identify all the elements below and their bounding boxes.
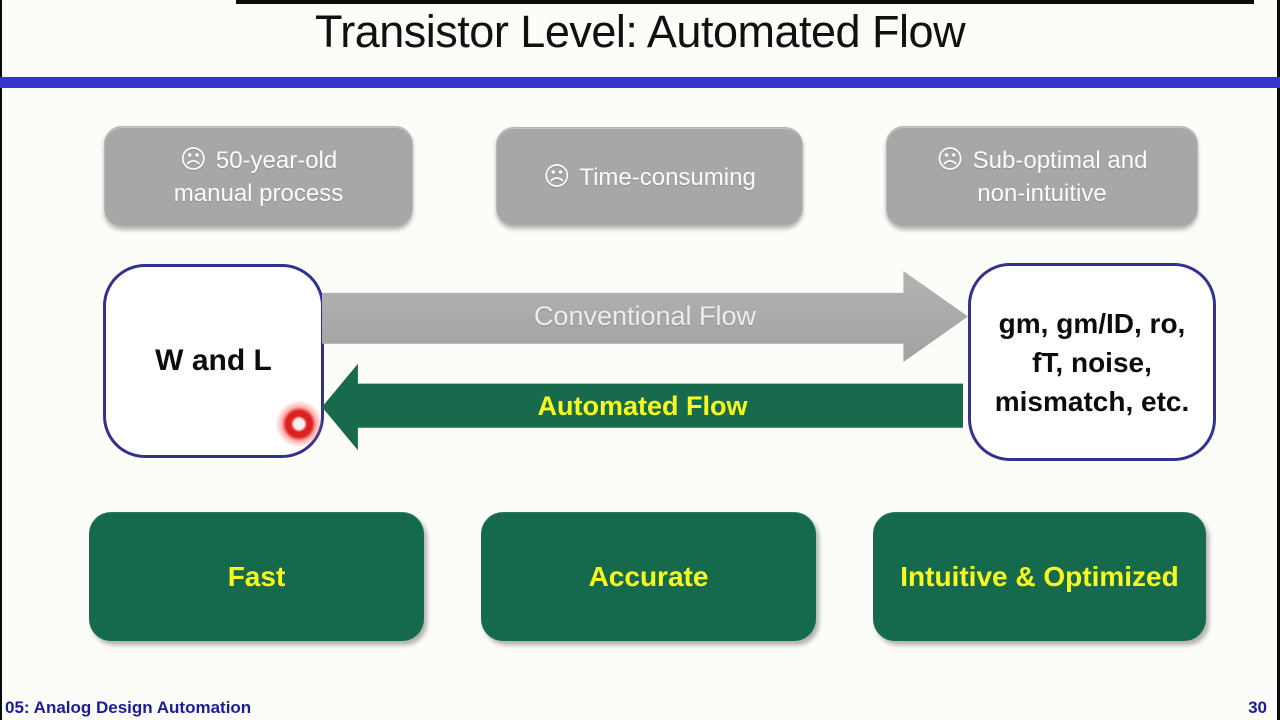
automated-flow-label: Automated Flow (537, 390, 748, 421)
flow-output-line: gm, gm/ID, ro, (998, 307, 1186, 339)
video-edge-top (236, 0, 1254, 4)
conventional-flow-arrow: Conventional Flow (322, 271, 968, 362)
title-divider (0, 77, 1280, 88)
pain-box-label: Sub-optimal and non-intuitive (972, 147, 1148, 207)
flow-output-line: fT, noise, (1032, 346, 1152, 378)
flow-input-box: W and L (103, 264, 324, 458)
pain-box-manual-process: ☹50-year-old manual process (104, 126, 413, 227)
benefit-label: Fast (227, 560, 286, 592)
video-edge-left (0, 0, 2, 720)
video-edge-right (1277, 0, 1280, 720)
benefit-box-fast: Fast (89, 512, 424, 641)
pain-box-text: ☹50-year-old manual process (153, 143, 365, 210)
conventional-flow-label: Conventional Flow (533, 301, 757, 331)
flow-input-label: W and L (155, 344, 272, 377)
pain-box-time-consuming: ☹ Time-consuming (496, 127, 803, 226)
flow-output-line: mismatch, etc. (994, 385, 1190, 417)
pain-box-label: 50-year-old manual process (173, 147, 344, 207)
pain-box-sub-optimal: ☹ Sub-optimal and non-intuitive (886, 126, 1198, 227)
pain-box-label: Time-consuming (579, 163, 756, 191)
page-title: Transistor Level: Automated Flow (314, 6, 966, 57)
flow-output-label: gm, gm/ID, ro, fT, noise, mismatch, etc. (995, 304, 1190, 421)
footer-lecture-title: 05: Analog Design Automation (5, 698, 252, 717)
pain-box-text: ☹ Time-consuming (543, 160, 756, 194)
sad-face-icon: ☹ (543, 160, 571, 191)
footer-page-number: 30 (1248, 698, 1267, 717)
pain-box-text: ☹ Sub-optimal and non-intuitive (916, 143, 1168, 210)
benefit-label: Accurate (588, 560, 709, 592)
benefit-box-intuitive-optimized: Intuitive & Optimized (873, 512, 1206, 641)
automated-flow-arrow: Automated Flow (322, 363, 963, 451)
sad-face-icon: ☹ (936, 144, 964, 174)
sad-face-icon: ☹ (179, 144, 207, 174)
benefit-box-accurate: Accurate (481, 512, 816, 641)
flow-output-box: gm, gm/ID, ro, fT, noise, mismatch, etc. (968, 263, 1216, 461)
benefit-label: Intuitive & Optimized (900, 560, 1179, 592)
